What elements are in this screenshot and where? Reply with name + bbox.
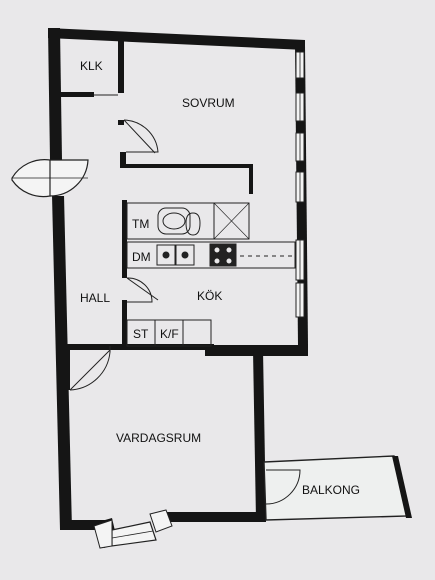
door-swing-icon bbox=[265, 469, 301, 505]
wall-hall-kok bbox=[122, 300, 127, 348]
wall-klk-sovrum bbox=[118, 37, 124, 93]
entry-door bbox=[11, 159, 89, 198]
room-label-sovrum: SOVRUM bbox=[182, 96, 235, 110]
wall-klk-stub bbox=[118, 120, 124, 125]
bathroom bbox=[126, 202, 250, 240]
wall-bottom-right bbox=[165, 512, 266, 522]
room-label-klk: KLK bbox=[80, 59, 103, 73]
wall-closet-right bbox=[249, 164, 253, 194]
room-label-kok: KÖK bbox=[197, 289, 222, 303]
room-label-kf: K/F bbox=[160, 327, 179, 341]
wall-left-upper bbox=[48, 28, 62, 160]
wall-sovrum-left-stub bbox=[120, 152, 126, 168]
room-label-hall: HALL bbox=[80, 291, 110, 305]
wall-bath-left bbox=[122, 200, 127, 278]
toilet-icon bbox=[185, 212, 201, 236]
room-label-vardagsrum: VARDAGSRUM bbox=[116, 431, 201, 445]
balcony bbox=[263, 455, 412, 521]
wall-top bbox=[48, 28, 305, 50]
bay-window bbox=[93, 509, 173, 549]
door-swing-icon bbox=[69, 346, 111, 391]
wall-klk-bottom bbox=[60, 92, 94, 97]
interior-walls bbox=[60, 37, 253, 390]
bathtub-icon bbox=[157, 207, 191, 235]
interior-doors bbox=[69, 94, 159, 391]
wall-sovrum-bottom bbox=[120, 164, 252, 168]
cabinet-row bbox=[126, 319, 212, 347]
room-label-dm: DM bbox=[132, 250, 151, 264]
wall-hall-living bbox=[64, 344, 214, 350]
wall-living-left-stub bbox=[64, 350, 70, 390]
sink-icon bbox=[156, 244, 176, 266]
door-swing-icon bbox=[126, 277, 159, 303]
window-icon bbox=[149, 509, 173, 533]
kitchen-counter bbox=[126, 241, 296, 269]
room-label-tm: TM bbox=[132, 217, 149, 231]
shower-icon bbox=[213, 202, 250, 240]
storage-cabinets bbox=[126, 319, 212, 347]
wall-left-lower bbox=[52, 195, 72, 530]
stove-icon bbox=[209, 243, 237, 267]
room-label-st: ST bbox=[133, 327, 149, 341]
exterior-walls bbox=[48, 28, 308, 548]
window-icon bbox=[93, 519, 113, 549]
door-swing-icon bbox=[123, 119, 159, 154]
sink-icon bbox=[175, 244, 195, 266]
counter-outline bbox=[126, 241, 296, 269]
room-label-balkong: BALKONG bbox=[302, 483, 360, 497]
sink-icon bbox=[162, 212, 186, 230]
wall-living-right bbox=[253, 350, 266, 520]
room-labels: KLK SOVRUM TM DM HALL KÖK ST K/F VARDAGS… bbox=[80, 59, 360, 497]
